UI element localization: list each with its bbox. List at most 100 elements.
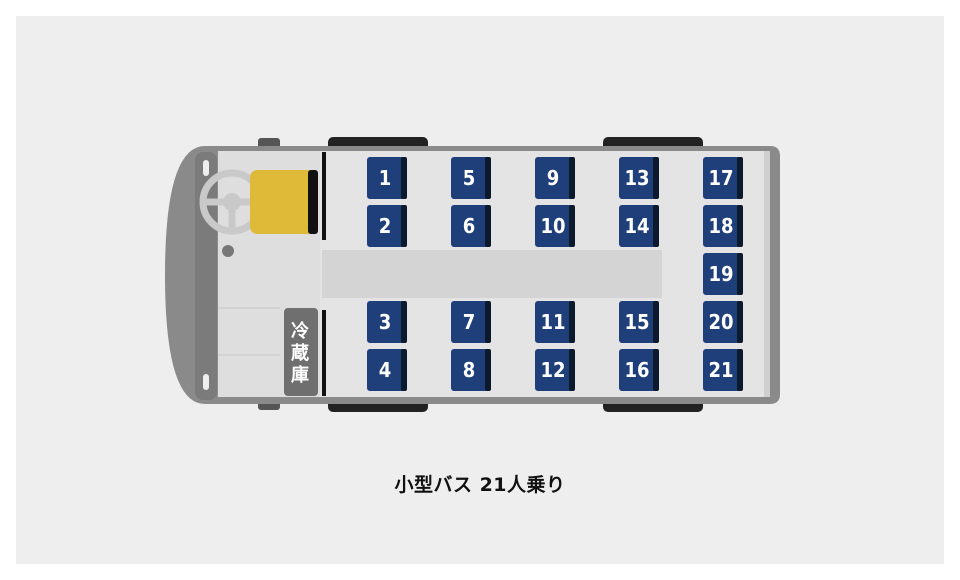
refrigerator xyxy=(284,308,318,396)
seat-number: 21 xyxy=(708,358,733,382)
seat-backrest xyxy=(485,349,491,391)
front-bumper xyxy=(195,152,217,400)
gear-knob-icon xyxy=(222,245,234,257)
seat-12[interactable]: 12 xyxy=(535,349,575,391)
seat-6[interactable]: 6 xyxy=(451,205,491,247)
seat-backrest xyxy=(401,349,407,391)
seat-number: 2 xyxy=(379,214,392,238)
diagram-caption: 小型バス 21人乗り xyxy=(394,474,566,496)
seat-backrest xyxy=(737,301,743,343)
headlight-top xyxy=(203,160,209,176)
seat-cushion xyxy=(619,205,659,247)
seat-number: 11 xyxy=(540,310,565,334)
seat-backrest xyxy=(569,301,575,343)
seat-cushion xyxy=(619,157,659,199)
seat-backrest xyxy=(569,157,575,199)
seat-cushion xyxy=(703,301,743,343)
seat-number: 19 xyxy=(708,262,733,286)
seat-backrest xyxy=(737,253,743,295)
seat-17[interactable]: 17 xyxy=(703,157,743,199)
seat-cushion xyxy=(703,253,743,295)
seat-backrest xyxy=(401,157,407,199)
seat-cushion xyxy=(451,301,491,343)
seat-number: 5 xyxy=(463,166,476,190)
seat-number: 18 xyxy=(708,214,733,238)
seat-number: 10 xyxy=(540,214,565,238)
seat-cushion xyxy=(367,349,407,391)
seat-backrest xyxy=(653,301,659,343)
seat-backrest xyxy=(401,205,407,247)
seat-8[interactable]: 8 xyxy=(451,349,491,391)
rear-wall xyxy=(764,151,770,397)
seat-7[interactable]: 7 xyxy=(451,301,491,343)
seat-15[interactable]: 15 xyxy=(619,301,659,343)
seat-19[interactable]: 19 xyxy=(703,253,743,295)
seat-14[interactable]: 14 xyxy=(619,205,659,247)
partition-bottom xyxy=(322,310,326,396)
seat-4[interactable]: 4 xyxy=(367,349,407,391)
seat-11[interactable]: 11 xyxy=(535,301,575,343)
seat-number: 13 xyxy=(624,166,649,190)
seat-backrest xyxy=(653,349,659,391)
seat-20[interactable]: 20 xyxy=(703,301,743,343)
seat-backrest xyxy=(653,157,659,199)
seat-backrest xyxy=(569,349,575,391)
seat-backrest xyxy=(737,205,743,247)
seat-number: 16 xyxy=(624,358,649,382)
refrigerator-label: 冷 蔵 庫 xyxy=(282,312,318,396)
seat-cushion xyxy=(703,157,743,199)
seat-cushion xyxy=(367,157,407,199)
seat-cushion xyxy=(535,349,575,391)
seat-number: 15 xyxy=(624,310,649,334)
seat-number: 4 xyxy=(379,358,392,382)
seat-10[interactable]: 10 xyxy=(535,205,575,247)
aisle xyxy=(322,250,662,298)
seat-number: 12 xyxy=(540,358,565,382)
seat-cushion xyxy=(535,157,575,199)
driver-seat xyxy=(250,170,318,234)
seat-number: 3 xyxy=(379,310,392,334)
seat-9[interactable]: 9 xyxy=(535,157,575,199)
seat-number: 7 xyxy=(463,310,476,334)
refrigerator-label-char: 冷 xyxy=(291,321,309,342)
seat-number: 8 xyxy=(463,358,476,382)
seat-number: 20 xyxy=(708,310,733,334)
seat-cushion xyxy=(367,301,407,343)
seat-backrest xyxy=(653,205,659,247)
seat-backrest xyxy=(485,157,491,199)
refrigerator-label-char: 庫 xyxy=(291,365,309,386)
seat-2[interactable]: 2 xyxy=(367,205,407,247)
seat-13[interactable]: 13 xyxy=(619,157,659,199)
seat-cushion xyxy=(367,205,407,247)
seat-backrest xyxy=(737,349,743,391)
seat-16[interactable]: 16 xyxy=(619,349,659,391)
seat-number: 9 xyxy=(547,166,560,190)
seat-cushion xyxy=(703,349,743,391)
seat-number: 14 xyxy=(624,214,649,238)
partition-top xyxy=(322,152,326,240)
seat-cushion xyxy=(535,205,575,247)
seat-1[interactable]: 1 xyxy=(367,157,407,199)
seat-cushion xyxy=(703,205,743,247)
seat-cushion xyxy=(619,301,659,343)
seat-backrest xyxy=(401,301,407,343)
seat-cushion xyxy=(451,205,491,247)
seat-backrest xyxy=(569,205,575,247)
refrigerator-label-char: 蔵 xyxy=(291,343,309,364)
seat-number: 1 xyxy=(379,166,392,190)
seat-number: 17 xyxy=(708,166,733,190)
seat-5[interactable]: 5 xyxy=(451,157,491,199)
seat-cushion xyxy=(619,349,659,391)
seat-cushion xyxy=(451,349,491,391)
headlight-bottom xyxy=(203,374,209,390)
seat-backrest xyxy=(485,205,491,247)
seat-backrest xyxy=(737,157,743,199)
seat-3[interactable]: 3 xyxy=(367,301,407,343)
seat-cushion xyxy=(535,301,575,343)
seat-backrest xyxy=(485,301,491,343)
seat-18[interactable]: 18 xyxy=(703,205,743,247)
seat-21[interactable]: 21 xyxy=(703,349,743,391)
seat-number: 6 xyxy=(463,214,476,238)
